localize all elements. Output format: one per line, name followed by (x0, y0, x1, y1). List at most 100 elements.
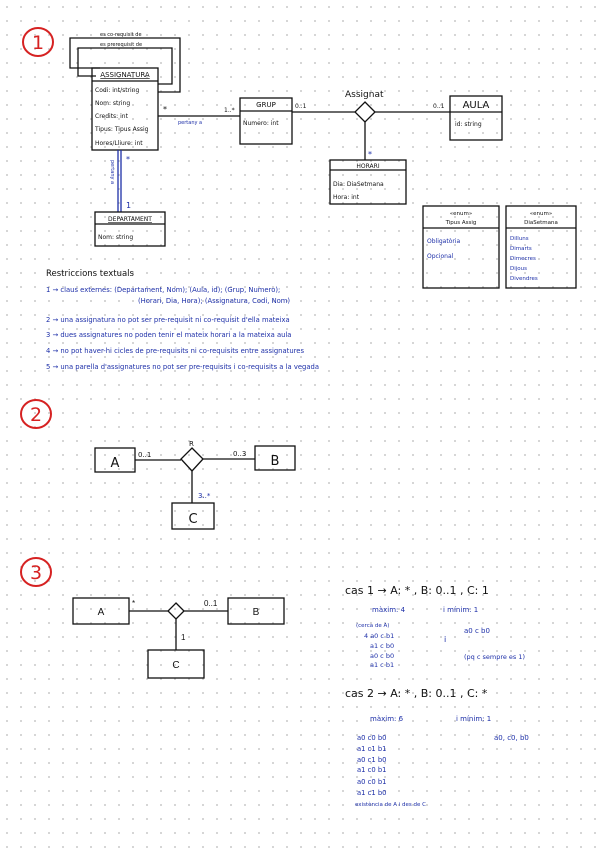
assoc-assig-dept-label: pertany a (109, 160, 115, 184)
horari-attr-1: Hora: int (333, 194, 360, 201)
section-2-marker: 2 (20, 399, 52, 429)
cas2-maxim: màxim: 6 (370, 715, 404, 723)
enum-dia-value-3: Dijous (510, 266, 527, 272)
d2-rel-label: R (189, 440, 194, 448)
section-1-number: 1 (32, 32, 44, 54)
restriction-item-3: 3 → dues assignatures no poden tenir el … (46, 331, 291, 339)
cas2-header: cas 2 → A: * , B: 0..1 , C: * (345, 687, 488, 700)
d2-mult-c: 3..* (198, 492, 211, 500)
d3-a-label: A (98, 607, 105, 618)
mult-grup-ternary: 0..1 (295, 103, 307, 110)
d3-relation-diamond (167, 602, 185, 620)
self-assoc-top-label: es co-requisit de (100, 32, 142, 38)
enum-dia-value-4: Divendres (510, 276, 538, 282)
restriction-item-1: (Horari, Dia, Hora); (Assignatura, Codi,… (138, 297, 290, 305)
d2-class-b (254, 445, 296, 471)
assignatura-attr-4: Hores/Lliure: int (95, 140, 143, 147)
d2-relation-diamond (180, 447, 204, 472)
cas1-row-2: a0 c b0 (370, 652, 394, 660)
d3-c-label: C (172, 660, 179, 671)
d3-b-label: B (253, 607, 260, 618)
assignatura-attr-0: Codi: int/string (95, 87, 140, 94)
cas2-footer: existència de A i des de C (355, 801, 426, 808)
cas1-semicolon: i (444, 635, 446, 644)
cas1-header: cas 1 → A: * , B: 0..1 , C: 1 (345, 584, 489, 597)
class-grup: GRUP Numero: int (239, 97, 293, 145)
cas1-minim: i mínim: 1 (443, 606, 478, 614)
d3-mult-a: * (132, 599, 135, 608)
grup-attr-0: Numero: int (243, 120, 279, 127)
cas2-row-3: a1 c0 b1 (357, 766, 387, 774)
class-departament: DEPARTAMENT Nom: string (94, 211, 166, 247)
cas1-row-1: a1 c b0 (370, 642, 394, 650)
enum-dia-value-2: Dimecres (510, 256, 536, 262)
diagram-2: A B C R 0..1 0..3 3..* (94, 440, 296, 530)
enum-tipus-assig: «enum» Tipus Assig Obligatòria Opcional (422, 205, 500, 289)
class-horari: HORARI Dia: DiaSetmana Hora: int (329, 159, 407, 205)
enum-dia-value-0: Dilluns (510, 236, 529, 242)
aula-name: AULA (463, 100, 490, 111)
d2-c-label: C (188, 512, 197, 527)
cas2-row-2: a0 c1 b0 (357, 756, 387, 764)
enum-tipus-stereo: «enum» (450, 211, 472, 217)
diagram-3: A B C * 0..1 1 (72, 597, 285, 679)
d3-mult-b: 0..1 (204, 599, 218, 608)
section-3-number: 3 (30, 562, 42, 584)
departament-name: DEPARTAMENT (108, 216, 152, 223)
cas1-row-0: 4 a0 c b1 (364, 632, 394, 640)
assoc-assig-grup-label: pertany a (178, 120, 202, 126)
d2-mult-a: 0..1 (138, 451, 151, 459)
enum-tipus-value-1: Opcional (427, 253, 454, 260)
d2-a-label: A (111, 456, 120, 471)
ternary-name: Assignat (345, 90, 384, 100)
enum-dia-stereo: «enum» (530, 211, 552, 217)
mult-assig-dept-bottom: 1 (126, 201, 131, 210)
ternary-assignat: Assignat 0..1 0..1 * (292, 90, 450, 160)
enum-dia-name: DiaSetmana (524, 220, 558, 226)
cas-2-block: cas 2 → A: * , B: 0..1 , C: * màxim: 6 i… (345, 687, 529, 808)
d2-mult-b: 0..3 (233, 450, 246, 458)
departament-attr-0: Nom: string (98, 234, 133, 241)
horari-attr-0: Dia: DiaSetmana (333, 181, 384, 188)
aula-attr-0: id: string (455, 121, 482, 128)
grup-name: GRUP (256, 101, 276, 109)
restriction-item-0: 1 → claus externes: (Departament, Nom); … (46, 286, 280, 294)
restrictions-title: Restriccions textuals (46, 269, 135, 279)
self-association-corequisit: es co-requisit de (69, 32, 181, 93)
section-3-marker: 3 (20, 557, 52, 587)
cas2-min-example: a0, c0, b0 (494, 734, 529, 742)
cas1-row-3: a1 c b1 (370, 661, 394, 669)
assoc-assignatura-departament: * 1 pertany a (109, 150, 131, 212)
assignatura-attr-2: Credits: int (95, 113, 129, 120)
enum-tipus-value-0: Obligatòria (427, 238, 461, 245)
restriction-item-2: 2 → una assignatura no pot ser pre-requi… (46, 316, 290, 324)
cas2-row-5: a1 c1 b0 (357, 789, 387, 797)
cas1-min-example: a0 c b0 (464, 627, 490, 635)
d3-mult-c: 1 (181, 633, 186, 642)
mult-aula-ternary: 0..1 (433, 103, 445, 110)
mult-assig-dept-top: * (126, 155, 130, 164)
mult-horari-ternary: * (368, 150, 372, 159)
self-association-prerequisit: es prerequisit de (77, 42, 173, 85)
mult-assig-grup-right: 1..* (224, 107, 235, 114)
section-2-number: 2 (30, 404, 42, 426)
enum-tipus-name: Tipus Assig (445, 220, 477, 226)
cas2-minim: i mínim: 1 (456, 715, 491, 723)
cas-1-block: cas 1 → A: * , B: 0..1 , C: 1 màxim: 4 i… (345, 584, 525, 669)
restrictions-block: Restriccions textuals 1 → claus externes… (46, 269, 319, 371)
mult-assig-grup-left: * (163, 105, 167, 114)
d2-class-c (171, 502, 215, 530)
assignatura-name: ASSIGNATURA (100, 71, 150, 79)
self-assoc-inner-label: es prerequisit de (100, 42, 142, 48)
enum-dia-value-1: Dimarts (510, 246, 532, 252)
enum-dia-setmana: «enum» DiaSetmana Dilluns Dimarts Dimecr… (505, 205, 577, 289)
cas2-row-0: a0 c0 b0 (357, 734, 387, 742)
horari-name: HORARI (356, 163, 379, 170)
cas1-note: (cerca de A) (356, 623, 389, 629)
restriction-item-4: 4 → no pot haver-hi cicles de pre-requis… (46, 347, 304, 355)
cas1-min-note: (pq c sempre es 1) (464, 653, 525, 661)
d2-b-label: B (271, 454, 280, 469)
cas2-row-1: a1 c1 b1 (357, 745, 387, 753)
restriction-item-5: 5 → una parella d'assignatures no pot se… (46, 363, 319, 371)
